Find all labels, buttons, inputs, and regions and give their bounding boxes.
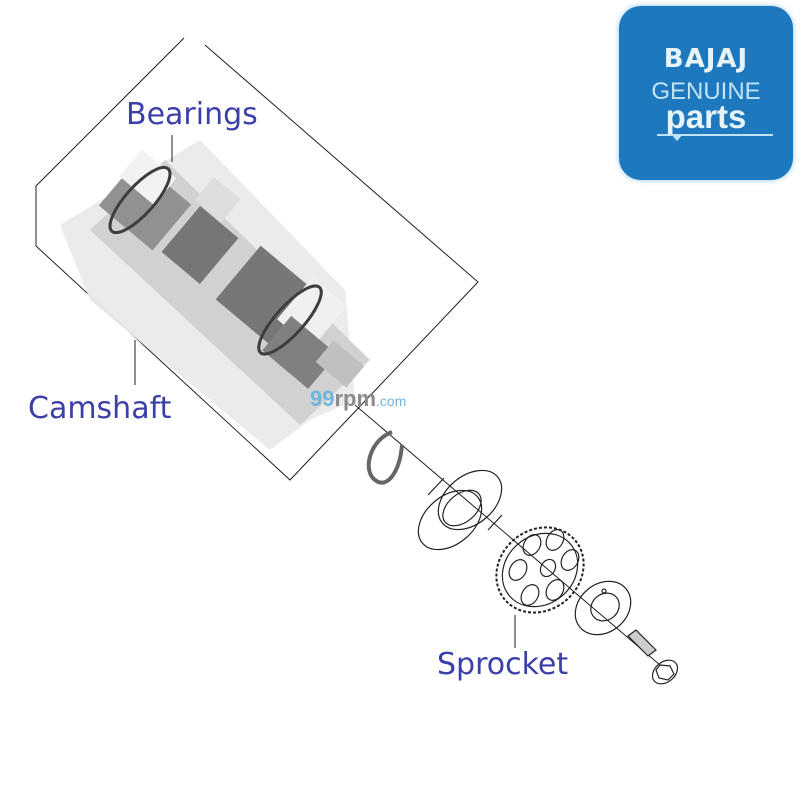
logo-genuine: GENUINE	[651, 78, 761, 105]
sprocket-label: Sprocket	[437, 647, 569, 682]
bolt	[627, 629, 679, 685]
circlip	[366, 430, 404, 485]
watermark-part2: rpm	[334, 386, 377, 411]
bajaj-genuine-parts-logo: BAJAJ GENUINE parts	[619, 6, 793, 180]
bearing-ring	[417, 469, 503, 551]
sprocket	[495, 526, 585, 614]
logo-underline	[657, 134, 773, 136]
bearings-label: Bearings	[126, 97, 258, 132]
watermark: 99rpm.com	[310, 386, 406, 412]
camshaft-image	[60, 140, 370, 450]
camshaft-label: Camshaft	[28, 391, 172, 426]
watermark-part3: .com	[376, 393, 407, 409]
watermark-part1: 99	[310, 386, 335, 411]
logo-parts: parts	[665, 98, 747, 135]
logo-brand: BAJAJ	[663, 44, 749, 74]
assembly-axis	[354, 404, 661, 666]
camshaft-frame	[35, 37, 479, 481]
logo-arrow-icon	[671, 134, 683, 141]
washer	[574, 580, 632, 636]
